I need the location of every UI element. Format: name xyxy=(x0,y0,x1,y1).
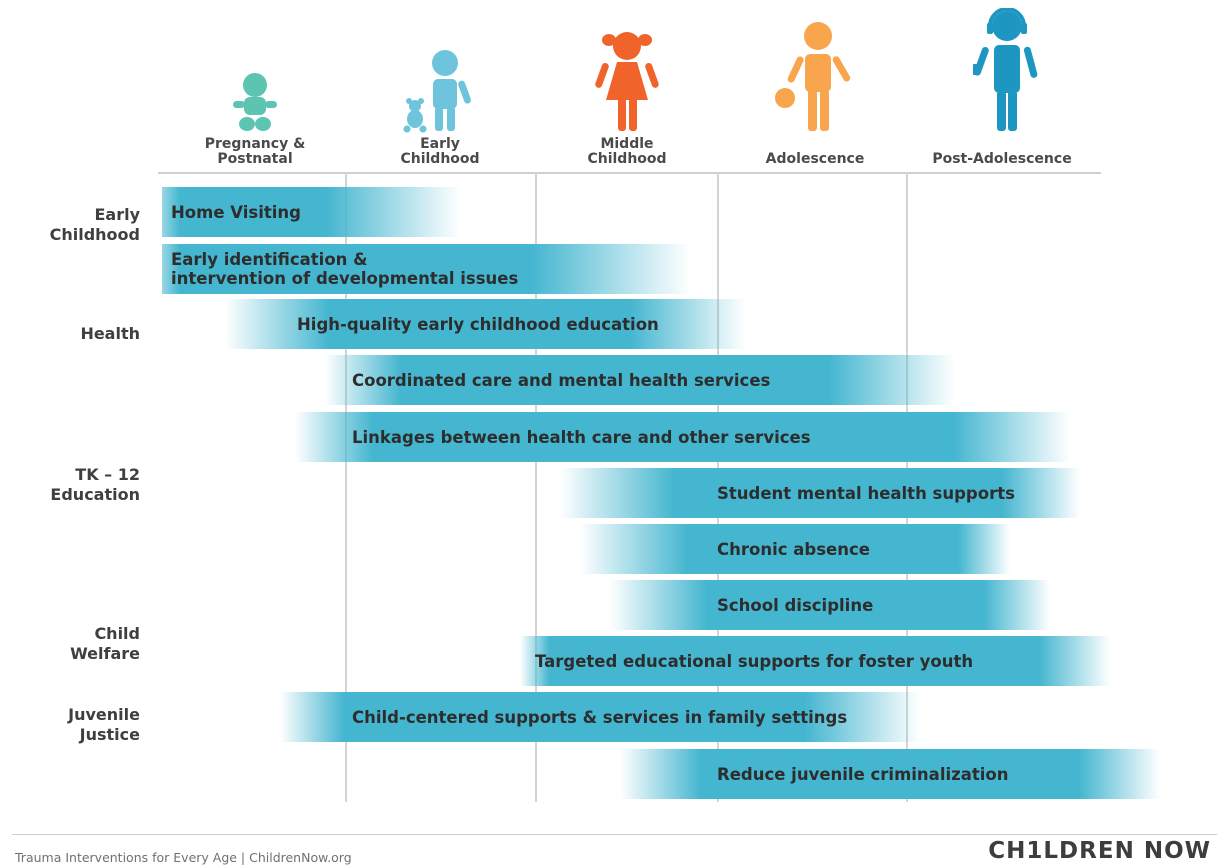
stage-label: Middle Childhood xyxy=(587,136,667,167)
header-divider xyxy=(158,172,1101,174)
stage-pregnancy-postnatal: Pregnancy & Postnatal xyxy=(180,0,330,175)
category-health: Health xyxy=(80,324,140,343)
teen-with-headphones-icon xyxy=(973,8,1038,131)
intervention-school-discipline: School discipline xyxy=(610,580,1050,630)
boy-with-ball-icon xyxy=(775,22,851,131)
intervention-label: Child-centered supports & services in fa… xyxy=(352,707,848,727)
baby-icon xyxy=(233,73,277,131)
intervention-label: Coordinated care and mental health servi… xyxy=(352,370,771,390)
stage-middle-childhood: Middle Childhood xyxy=(552,0,702,175)
intervention-label: Student mental health supports xyxy=(717,483,1015,503)
stage-divider xyxy=(535,172,537,802)
intervention-early-childhood-education: High-quality early childhood education xyxy=(225,299,745,349)
stage-divider xyxy=(345,172,347,802)
intervention-home-visiting: Home Visiting xyxy=(162,187,460,237)
intervention-label: Early identification & intervention of d… xyxy=(171,250,519,288)
stage-post-adolescence: Post-Adolescence xyxy=(922,0,1082,175)
intervention-health-care-linkages: Linkages between health care and other s… xyxy=(295,412,1070,462)
intervention-juvenile-criminalization: Reduce juvenile criminalization xyxy=(620,749,1160,799)
stage-label: Pregnancy & Postnatal xyxy=(204,136,306,167)
intervention-label: Home Visiting xyxy=(171,202,301,222)
stage-early-childhood: Early Childhood xyxy=(365,0,515,175)
intervention-label: Chronic absence xyxy=(717,539,870,559)
intervention-chronic-absence: Chronic absence xyxy=(580,524,1010,574)
intervention-label: Reduce juvenile criminalization xyxy=(717,764,1009,784)
intervention-label: Linkages between health care and other s… xyxy=(352,427,811,447)
category-early-childhood: Early Childhood xyxy=(49,205,140,244)
intervention-foster-youth-supports: Targeted educational supports for foster… xyxy=(520,636,1110,686)
child-with-teddy-icon xyxy=(403,50,471,133)
intervention-early-identification: Early identification & intervention of d… xyxy=(162,244,690,294)
footer-divider xyxy=(12,834,1217,835)
category-juvenile-justice: Juvenile Justice xyxy=(68,705,140,744)
intervention-student-mental-health: Student mental health supports xyxy=(560,468,1080,518)
category-tk12-education: TK – 12 Education xyxy=(50,465,140,504)
category-child-welfare: Child Welfare xyxy=(70,624,140,663)
stage-label: Early Childhood xyxy=(400,136,480,167)
footer-caption: Trauma Interventions for Every Age | Chi… xyxy=(15,850,352,865)
stage-header: Pregnancy & Postnatal Early Childhood xyxy=(0,0,1217,175)
intervention-label: School discipline xyxy=(717,595,874,615)
stage-label: Post-Adolescence xyxy=(932,151,1072,167)
stage-adolescence: Adolescence xyxy=(740,0,890,175)
intervention-family-settings: Child-centered supports & services in fa… xyxy=(280,692,920,742)
stage-label: Adolescence xyxy=(765,151,865,167)
intervention-label: High-quality early childhood education xyxy=(297,314,659,334)
intervention-coordinated-care: Coordinated care and mental health servi… xyxy=(325,355,955,405)
brand-logo: CH1LDREN NOW xyxy=(988,838,1211,864)
girl-icon xyxy=(595,32,659,131)
intervention-label: Targeted educational supports for foster… xyxy=(535,651,974,671)
